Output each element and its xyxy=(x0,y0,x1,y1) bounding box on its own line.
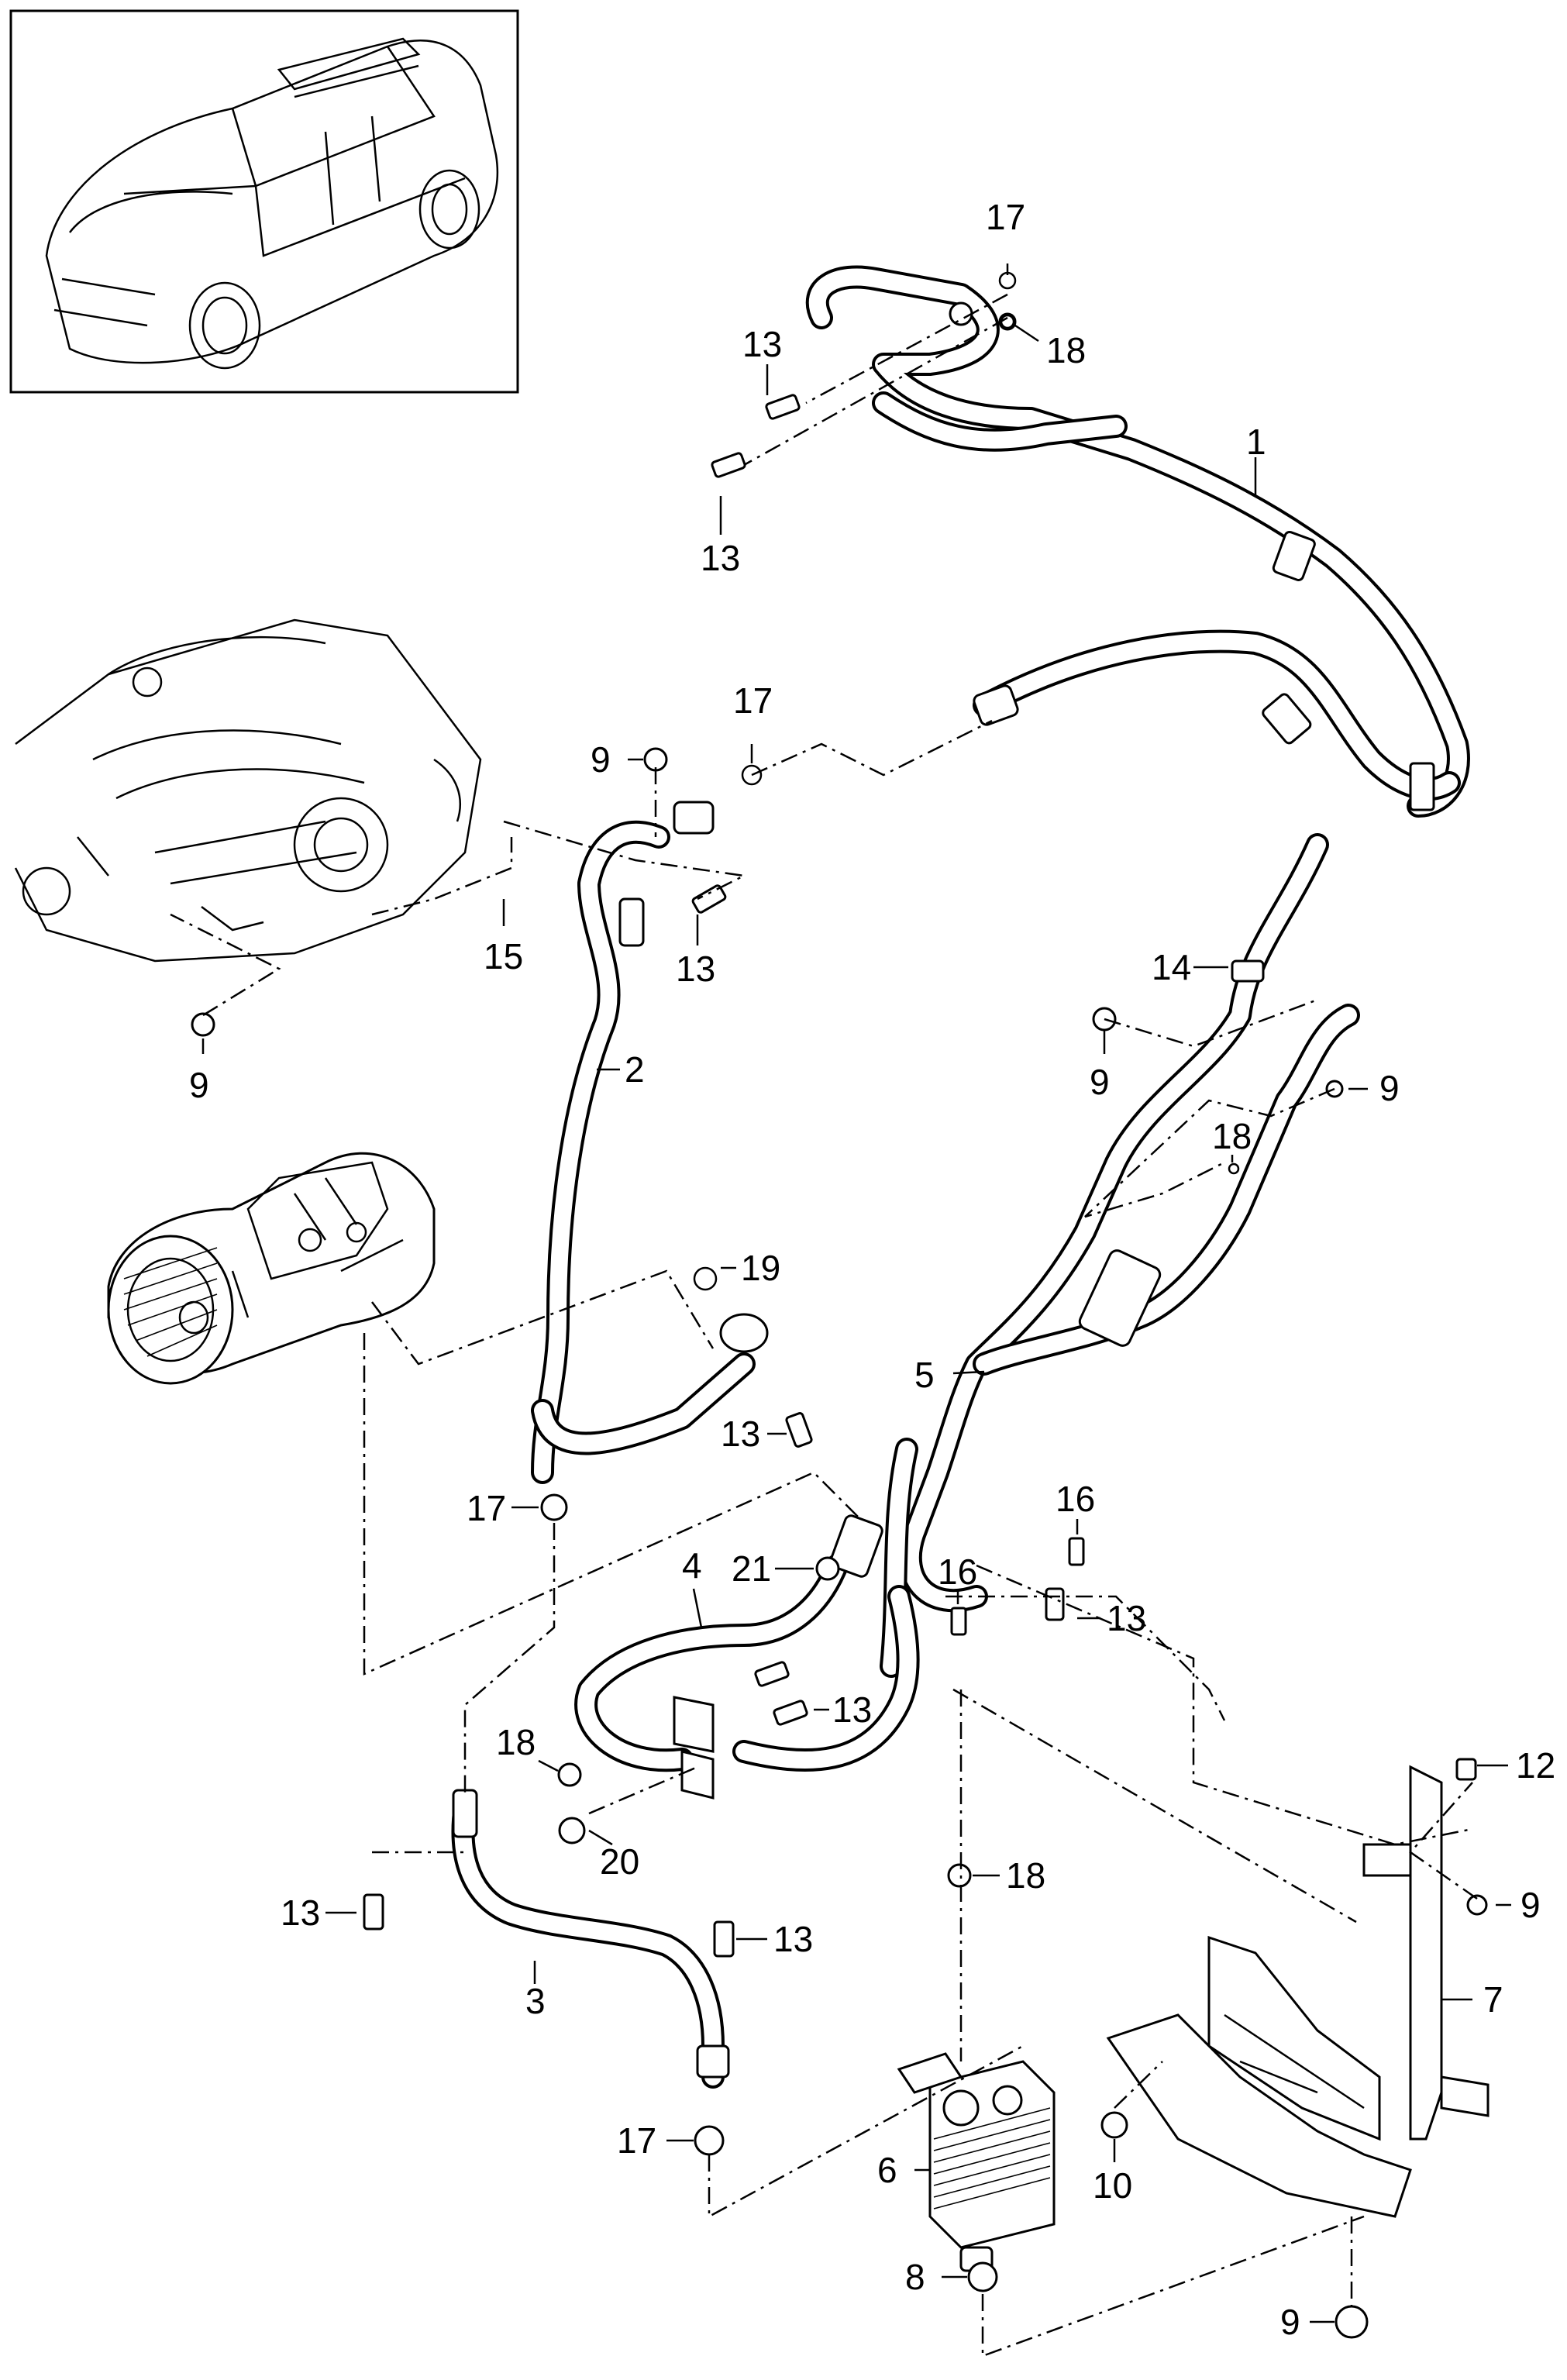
callout-6: 6 xyxy=(877,2150,897,2190)
callout-13-f: 13 xyxy=(832,1689,872,1730)
callout-13-b: 13 xyxy=(701,538,740,578)
assembly-lines xyxy=(170,293,1478,2358)
callout-16-a: 16 xyxy=(1056,1479,1095,1519)
callout-10: 10 xyxy=(1093,2165,1132,2206)
callout-20: 20 xyxy=(600,1841,639,1882)
refrigerant-line-4 xyxy=(574,1514,920,1800)
refrigerant-line-1 xyxy=(805,265,1470,818)
ac-compressor xyxy=(107,1152,436,1385)
callout-18-right: 18 xyxy=(1212,1116,1252,1156)
callout-7: 7 xyxy=(1483,1979,1503,2020)
callout-9-clip: 9 xyxy=(1379,1068,1400,1108)
vehicle-thumbnail xyxy=(9,9,519,394)
callout-15: 15 xyxy=(484,936,523,976)
mounting-bracket xyxy=(1106,1765,1490,2218)
callout-18-mid: 18 xyxy=(1006,1855,1045,1896)
callout-17-left: 17 xyxy=(467,1488,506,1528)
heat-exchanger xyxy=(897,2052,1056,2272)
callout-13-d: 13 xyxy=(721,1414,760,1454)
callout-13-c: 13 xyxy=(676,949,715,989)
fasteners xyxy=(191,271,1488,2339)
refrigerant-line-5 xyxy=(880,833,1360,1678)
engine-bay-illustration xyxy=(14,618,482,963)
callout-17-mid: 17 xyxy=(733,680,773,721)
callout-18-top: 18 xyxy=(1046,330,1086,370)
callout-14: 14 xyxy=(1152,947,1191,987)
callout-19: 19 xyxy=(741,1248,780,1288)
callout-3: 3 xyxy=(525,1981,546,2021)
refrigerant-line-2 xyxy=(531,801,769,1484)
callout-labels: 1 2 3 4 5 6 7 8 9 9 9 9 9 9 10 12 13 13 … xyxy=(189,197,1555,2342)
callout-2: 2 xyxy=(625,1049,645,1090)
callout-1: 1 xyxy=(1246,422,1266,462)
callout-13-h: 13 xyxy=(773,1919,813,1959)
callout-9-bracket: 9 xyxy=(1521,1885,1541,1925)
leader-lines xyxy=(201,263,1511,2323)
callout-8: 8 xyxy=(905,2257,925,2297)
callout-9-right: 9 xyxy=(1090,1062,1110,1102)
callout-12: 12 xyxy=(1516,1745,1555,1786)
callout-5: 5 xyxy=(914,1355,935,1395)
refrigerant-line-3 xyxy=(451,1789,730,2089)
callout-13-a: 13 xyxy=(742,324,782,364)
callout-9-top: 9 xyxy=(591,739,611,780)
callout-17-bottom: 17 xyxy=(617,2120,656,2161)
callout-17-top: 17 xyxy=(986,197,1025,237)
callout-16-b: 16 xyxy=(938,1552,977,1592)
callout-13-e: 13 xyxy=(1107,1598,1146,1638)
callout-9-engine: 9 xyxy=(189,1065,209,1105)
callout-18-left: 18 xyxy=(496,1722,536,1762)
callout-9-bottom: 9 xyxy=(1280,2302,1300,2342)
callout-21: 21 xyxy=(732,1548,771,1589)
callout-13-g: 13 xyxy=(281,1893,320,1933)
callout-4: 4 xyxy=(682,1545,702,1586)
